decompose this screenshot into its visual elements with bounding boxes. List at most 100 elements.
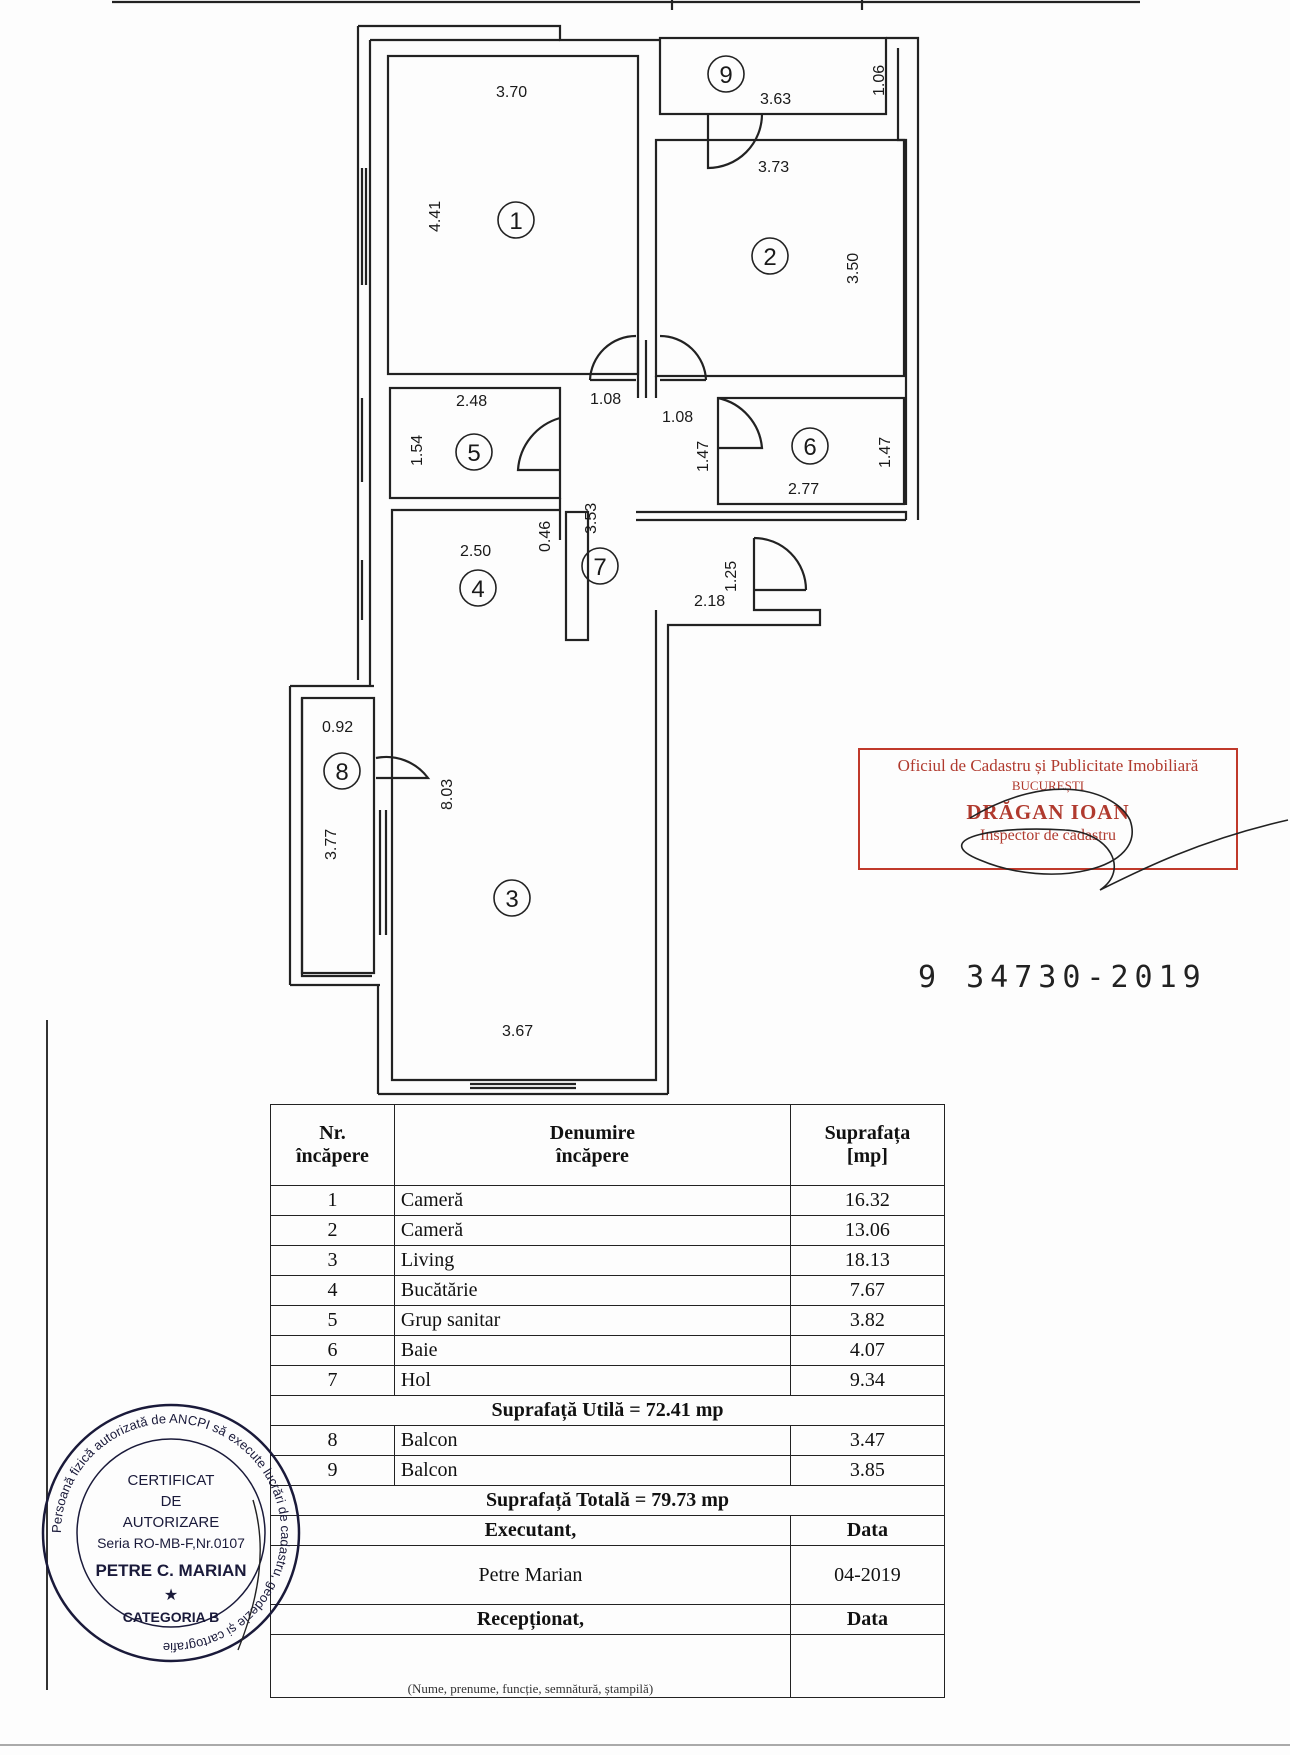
cell-name: Hol	[393, 1365, 791, 1396]
dim-r4-width: 2.50	[460, 543, 491, 560]
cell-name: Grup sanitar	[393, 1305, 791, 1336]
header-name: Denumire încăpere	[393, 1104, 791, 1186]
room-number-5: 5	[467, 440, 480, 467]
dim-r2-width: 3.73	[758, 159, 789, 176]
room-number-7: 7	[593, 554, 606, 581]
margin-line	[46, 1020, 48, 1690]
cell-area: 3.47	[789, 1425, 946, 1456]
total-area-text: Suprafață Totală = 79.73 mp	[270, 1485, 945, 1516]
room-1-outline	[386, 54, 640, 376]
util-area-row: Suprafață Utilă = 72.41 mp	[270, 1395, 945, 1426]
header-nr: Nr. încăpere	[270, 1104, 395, 1186]
cert-line1: CERTIFICAT	[128, 1472, 215, 1489]
cert-name: PETRE C. MARIAN	[95, 1561, 246, 1580]
cell-nr: 7	[270, 1365, 395, 1396]
room-number-2: 2	[763, 244, 776, 271]
cell-area: 13.06	[789, 1215, 946, 1246]
executant-header-row: Executant, Data	[270, 1515, 946, 1546]
cell-area: 7.67	[789, 1275, 946, 1306]
floor-plan: 1 2 3 4 5 6 7 8 9 3.70 4.41 3.63 1.06 3.…	[112, 0, 1140, 1096]
executant-label: Executant,	[270, 1515, 791, 1546]
header-area: Suprafața [mp]	[789, 1104, 946, 1186]
bottom-edge-line	[0, 1744, 1290, 1746]
cell-name: Living	[393, 1245, 791, 1276]
dim-entry-height: 1.25	[723, 561, 740, 592]
cell-nr: 6	[270, 1335, 395, 1366]
ocpi-name: DRĂGAN IOAN	[966, 800, 1130, 824]
dim-hall-height: 1.47	[695, 441, 712, 472]
ocpi-role: Inspector de cadastru	[980, 827, 1116, 844]
room-6-outline	[716, 396, 906, 506]
header-name-line2: încăpere	[555, 1145, 629, 1167]
received-label: Recepționat,	[270, 1604, 791, 1635]
room-2-outline	[654, 138, 906, 378]
dim-r2-height: 3.50	[845, 253, 862, 284]
cell-name: Cameră	[393, 1215, 791, 1246]
received-footer-note: (Nume, prenume, funcție, semnătură, ștam…	[270, 1634, 791, 1698]
dim-r5-height: 1.54	[409, 435, 426, 466]
room-5-outline	[388, 386, 562, 500]
dim-door-b: 1.08	[662, 409, 693, 426]
executant-date: 04-2019	[789, 1545, 946, 1605]
executant-row: Petre Marian 04-2019	[270, 1545, 946, 1605]
cell-area: 16.32	[789, 1185, 946, 1216]
received-date-label: Data	[789, 1604, 946, 1635]
received-date-empty	[789, 1634, 946, 1698]
executant-name: Petre Marian	[270, 1545, 791, 1605]
header-nr-line2: încăpere	[295, 1145, 369, 1167]
cell-name: Cameră	[393, 1185, 791, 1216]
dim-r3-width: 3.67	[502, 1023, 533, 1040]
header-area-line2: [mp]	[846, 1145, 888, 1167]
registration-number: 9 34730-2019	[918, 960, 1207, 995]
room-area-table: Nr. încăpere Denumire încăpere Suprafața…	[270, 1104, 946, 1698]
ocpi-stamp: Oficiul de Cadastru și Publicitate Imobi…	[858, 748, 1238, 870]
cell-nr: 2	[270, 1215, 395, 1246]
hall-wall	[564, 510, 590, 642]
room-number-4: 4	[471, 576, 484, 603]
header-nr-line1: Nr.	[319, 1122, 346, 1144]
dim-r1-width: 3.70	[496, 84, 527, 101]
cell-name: Balcon	[393, 1455, 791, 1486]
cell-area: 9.34	[789, 1365, 946, 1396]
cert-line4: Seria RO-MB-F,Nr.0107	[97, 1535, 245, 1551]
dim-r6-height: 1.47	[877, 437, 894, 468]
cert-category: CATEGORIA B	[123, 1609, 219, 1625]
room-number-9: 9	[719, 62, 732, 89]
dim-r9-width: 3.63	[760, 91, 791, 108]
certificate-stamp: Persoană fizică autorizată de ANCPI să e…	[41, 1403, 301, 1663]
room-number-6: 6	[803, 434, 816, 461]
dim-r8-height: 3.77	[323, 829, 340, 860]
dim-r4-wall: 0.46	[537, 521, 554, 552]
cell-area: 3.85	[789, 1455, 946, 1486]
dim-r1-height: 4.41	[427, 201, 444, 232]
cell-nr: 5	[270, 1305, 395, 1336]
ocpi-office: Oficiul de Cadastru și Publicitate Imobi…	[897, 756, 1199, 775]
dim-door-a: 1.08	[590, 391, 621, 408]
header-name-line1: Denumire	[549, 1122, 635, 1144]
cert-line2: DE	[161, 1493, 182, 1510]
cert-line3: AUTORIZARE	[123, 1514, 219, 1531]
table-header-row: Nr. încăpere Denumire încăpere Suprafața…	[270, 1104, 946, 1186]
executant-date-label: Data	[789, 1515, 946, 1546]
cell-area: 18.13	[789, 1245, 946, 1276]
cell-name: Bucătărie	[393, 1275, 791, 1306]
cell-nr: 3	[270, 1245, 395, 1276]
dim-entry-width: 2.18	[694, 593, 725, 610]
dim-r7-height: 3.53	[583, 503, 600, 534]
cell-nr: 4	[270, 1275, 395, 1306]
room-number-8: 8	[335, 759, 348, 786]
cell-name: Balcon	[393, 1425, 791, 1456]
cell-area: 3.82	[789, 1305, 946, 1336]
dim-r8-width: 0.92	[322, 719, 353, 736]
util-area-text: Suprafață Utilă = 72.41 mp	[270, 1395, 945, 1426]
dim-r3-height: 8.03	[439, 779, 456, 810]
star-icon: ★	[164, 1587, 178, 1604]
cell-nr: 8	[270, 1425, 395, 1456]
